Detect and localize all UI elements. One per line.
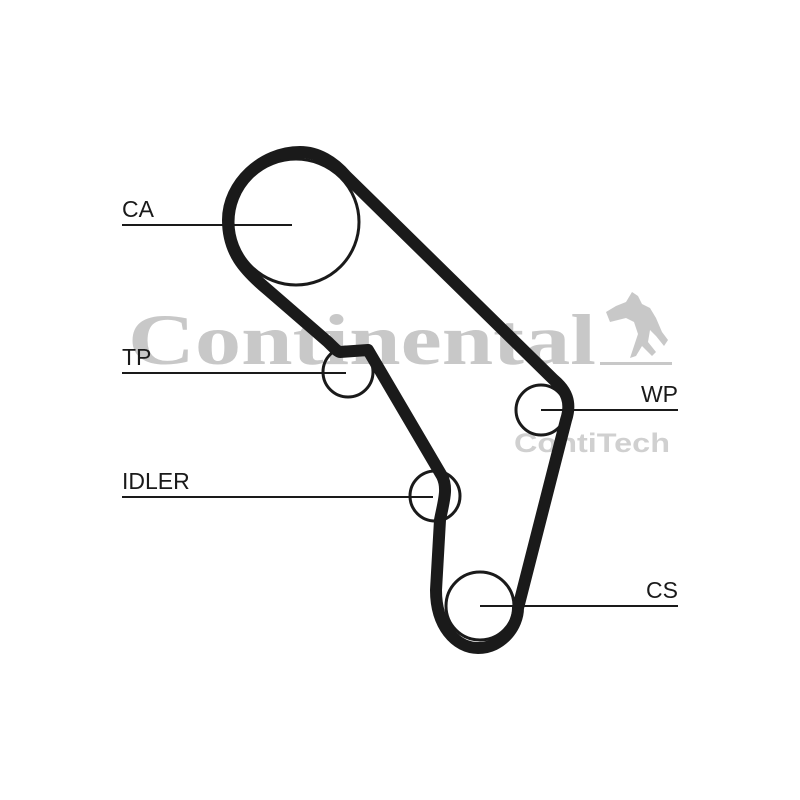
- camshaft-pulley: [231, 157, 361, 287]
- wp-label: WP: [641, 381, 678, 407]
- watermark-division: ContiTech: [514, 428, 670, 458]
- idler-label: IDLER: [122, 468, 190, 494]
- tp-label: TP: [122, 344, 151, 370]
- ca-label: CA: [122, 196, 155, 222]
- cs-label: CS: [646, 577, 678, 603]
- watermark-brand: Continental: [128, 300, 596, 380]
- watermark-underline: [600, 362, 672, 365]
- rearing-horse-icon: [606, 292, 668, 358]
- watermark: Continental ContiTech: [128, 292, 672, 458]
